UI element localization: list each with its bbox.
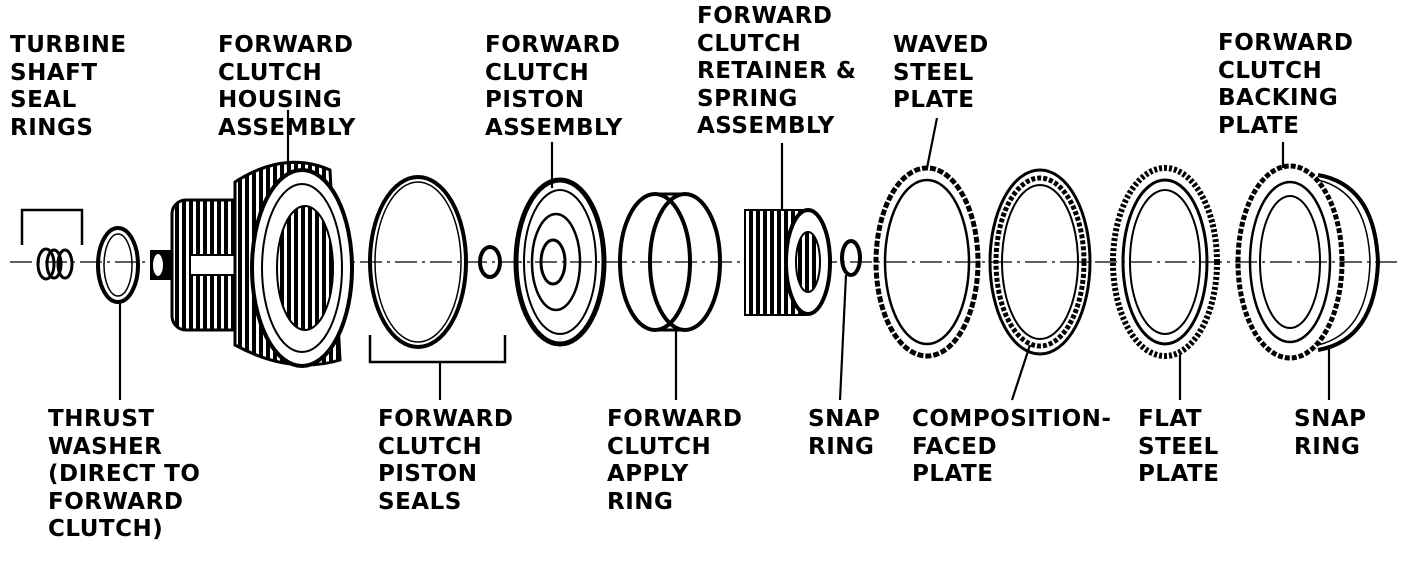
snap-ring-1-part xyxy=(838,239,862,401)
label-forward-clutch-housing-assembly: FORWARD CLUTCH HOUSING ASSEMBLY xyxy=(218,32,356,141)
label-flat-steel-plate: FLAT STEEL PLATE xyxy=(1138,406,1220,487)
label-snap-ring-2: SNAP RING xyxy=(1294,406,1367,460)
forward-clutch-piston-assembly-part xyxy=(513,142,607,347)
label-forward-clutch-backing-plate: FORWARD CLUTCH BACKING PLATE xyxy=(1218,30,1354,139)
forward-clutch-piston-seals-part xyxy=(368,175,507,400)
label-composition-faced-plate: COMPOSITION- FACED PLATE xyxy=(912,406,1112,487)
label-snap-ring-1: SNAP RING xyxy=(808,406,881,460)
label-forward-clutch-apply-ring: FORWARD CLUTCH APPLY RING xyxy=(607,406,743,515)
label-forward-clutch-retainer-spring-assembly: FORWARD CLUTCH RETAINER & SPRING ASSEMBL… xyxy=(697,3,857,139)
forward-clutch-apply-ring-part xyxy=(618,192,722,400)
forward-clutch-housing-part xyxy=(150,110,354,368)
thrust-washer-part xyxy=(96,226,140,400)
label-thrust-washer: THRUST WASHER (DIRECT TO FORWARD CLUTCH) xyxy=(48,406,201,542)
label-turbine-shaft-seal-rings: TURBINE SHAFT SEAL RINGS xyxy=(10,32,127,141)
forward-clutch-retainer-spring-part xyxy=(744,143,832,316)
waved-steel-plate-part xyxy=(873,117,981,359)
snap-ring-2-part xyxy=(1317,173,1381,400)
flat-steel-plate-part xyxy=(1110,165,1220,400)
turbine-shaft-seal-rings-part xyxy=(20,208,84,281)
forward-clutch-backing-plate-part xyxy=(1235,142,1345,361)
label-waved-steel-plate: WAVED STEEL PLATE xyxy=(893,32,989,113)
label-forward-clutch-piston-seals: FORWARD CLUTCH PISTON SEALS xyxy=(378,406,514,515)
label-forward-clutch-piston-assembly: FORWARD CLUTCH PISTON ASSEMBLY xyxy=(485,32,623,141)
composition-faced-plate-part xyxy=(988,168,1092,401)
